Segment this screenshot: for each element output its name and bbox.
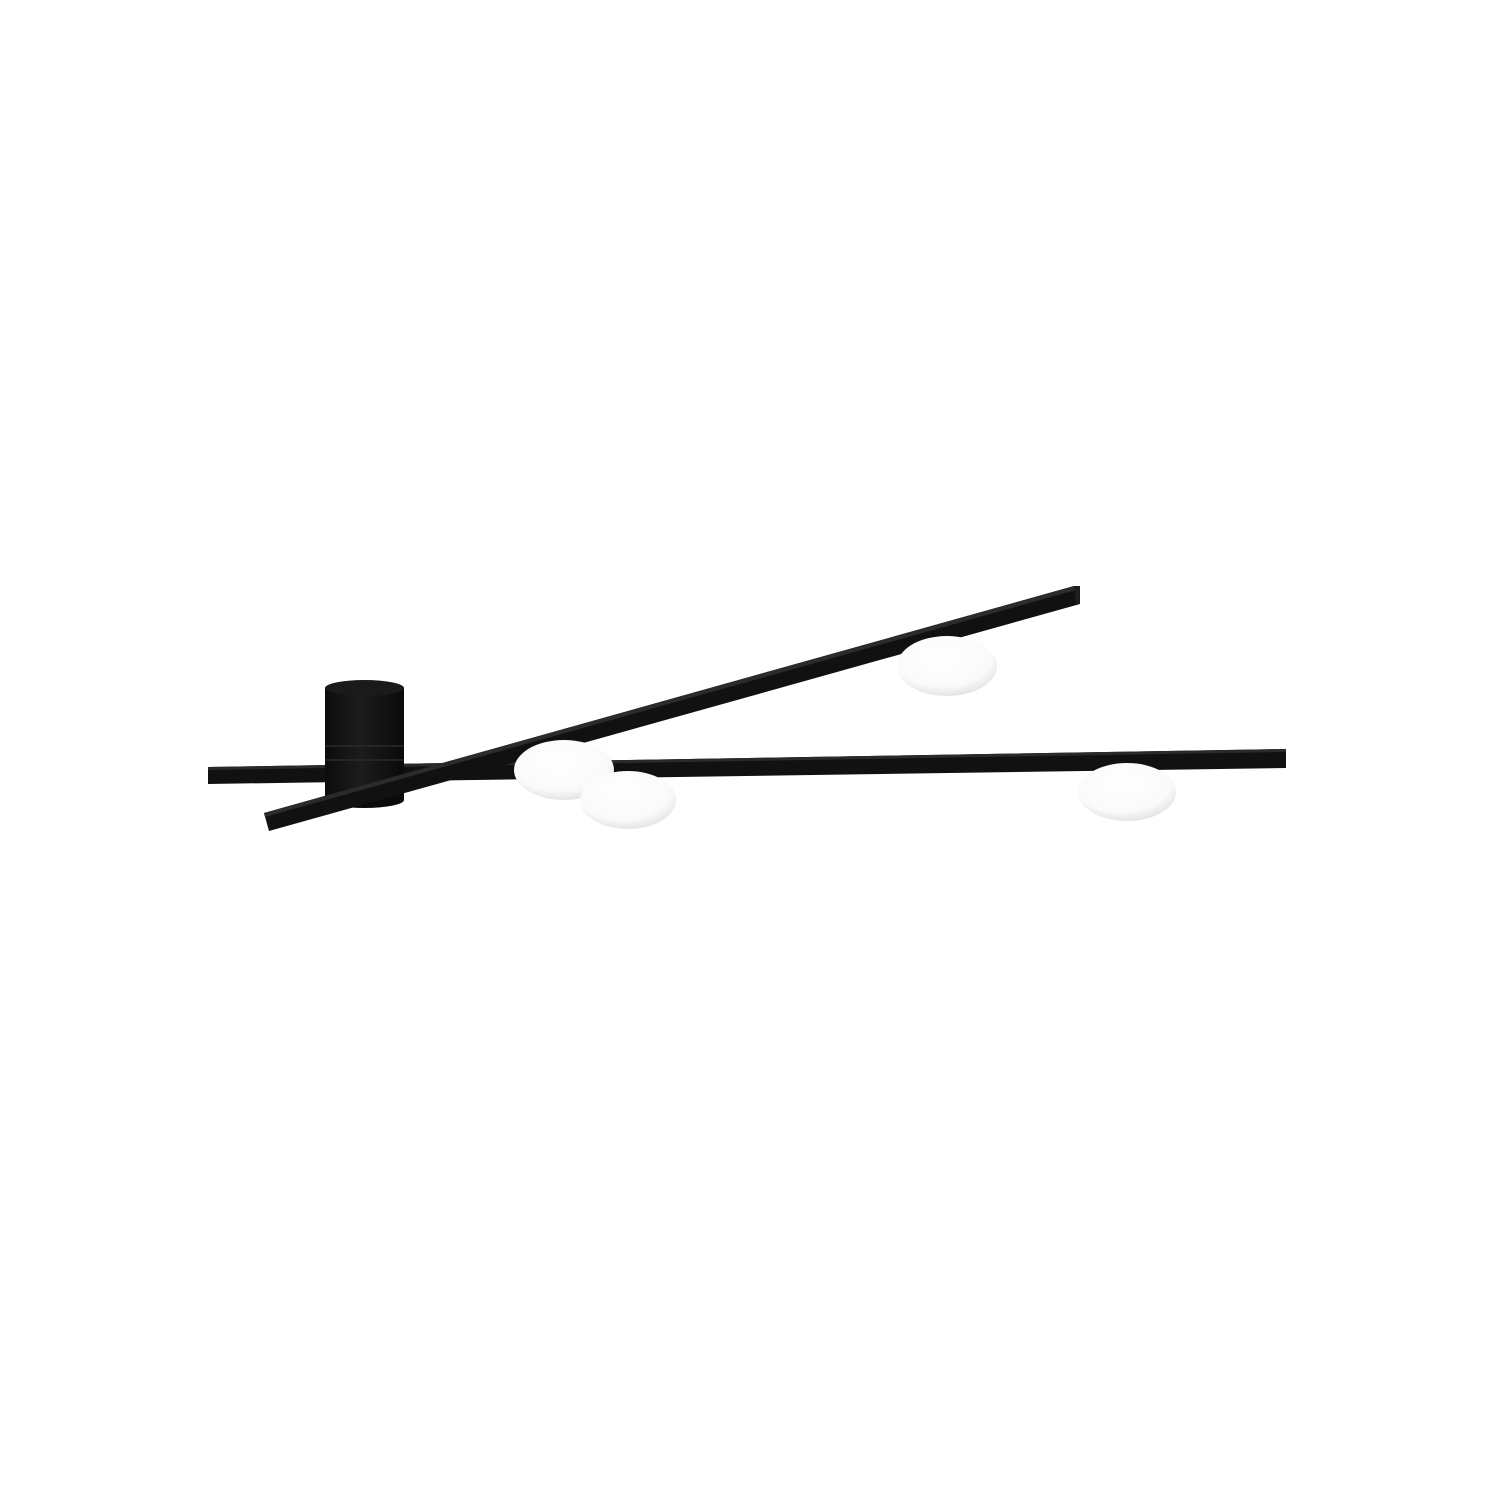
light-shade [1078,763,1176,821]
light-shade [897,636,997,696]
diagonal-arm [264,586,1080,831]
light-shade [580,771,676,829]
